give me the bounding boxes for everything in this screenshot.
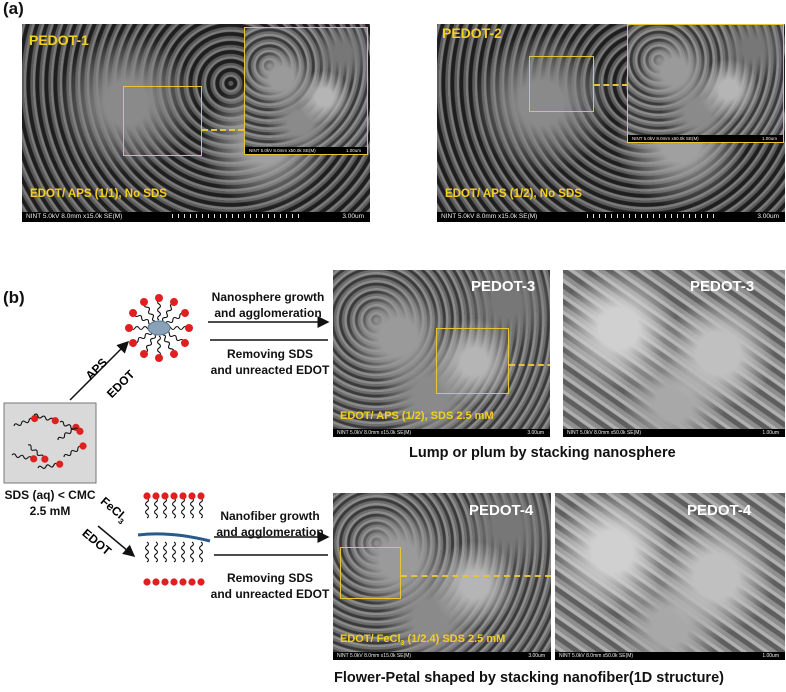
sds-concentration-label: SDS (aq) < CMC 2.5 mM bbox=[4, 488, 96, 518]
sample-name-pedot-3-zoom: PEDOT-3 bbox=[690, 278, 755, 295]
upper-layer bbox=[143, 492, 205, 519]
sem-inset-pedot-2: NINT 5.0kV 8.0mm x50.0k SE(M) 1.00um bbox=[627, 24, 784, 143]
panel-a-label: (a) bbox=[3, 0, 24, 18]
sample-name-pedot-2: PEDOT-2 bbox=[442, 25, 502, 41]
zoom-connector bbox=[202, 129, 244, 131]
nanosphere-growth-text: Nanosphere growth and agglomeration bbox=[211, 290, 325, 320]
arrow-to-sphere bbox=[69, 340, 130, 401]
pedot-fiber bbox=[137, 532, 211, 543]
sds-molecules bbox=[11, 413, 87, 471]
sem-footer: NINT 5.0kV 8.0mm x15.0k SE(M) 3.00um bbox=[437, 212, 785, 222]
sem-zoom-pedot-3: PEDOT-3 NINT 5.0kV 8.0mm x50.0k SE(M) 1.… bbox=[563, 270, 785, 437]
removing-sds-top-text: Removing SDS and unreacted EDOT bbox=[210, 347, 330, 377]
lamellar-micelle bbox=[137, 492, 211, 586]
nanofiber-growth-text: Nanofiber growth and agglomeration bbox=[216, 509, 324, 539]
caption-nanosphere: Lump or plum by stacking nanosphere bbox=[409, 445, 676, 461]
condition-label-pedot-2: EDOT/ APS (1/2), No SDS bbox=[445, 188, 582, 200]
caption-nanofiber: Flower-Petal shaped by stacking nanofibe… bbox=[334, 670, 724, 686]
sample-name-pedot-4: PEDOT-4 bbox=[469, 502, 534, 519]
sem-image-pedot-2: PEDOT-2 EDOT/ APS (1/2), No SDS NINT 5.0… bbox=[437, 24, 785, 222]
spherical-micelle bbox=[125, 294, 193, 362]
sem-footer: NINT 5.0kV 8.0mm x50.0k SE(M) 1.00um bbox=[563, 429, 785, 437]
sample-name-pedot-4-zoom: PEDOT-4 bbox=[687, 502, 752, 519]
sem-footer: NINT 5.0kV 8.0mm x15.0k SE(M) 3.00um bbox=[333, 652, 551, 660]
zoom-region-box bbox=[436, 328, 509, 394]
removing-sds-bottom-text: Removing SDS and unreacted EDOT bbox=[210, 571, 330, 601]
sem-image-pedot-1: PEDOT-1 EDOT/ APS (1/1), No SDS NINT 5.0… bbox=[22, 24, 370, 222]
sem-footer: NINT 5.0kV 8.0mm x50.0k SE(M) 1.00um bbox=[555, 652, 785, 660]
sem-zoom-pedot-4: PEDOT-4 NINT 5.0kV 8.0mm x50.0k SE(M) 1.… bbox=[555, 493, 785, 660]
synthesis-schematic bbox=[3, 294, 330, 586]
zoom-connector bbox=[509, 364, 550, 366]
zoom-region-box bbox=[123, 86, 202, 156]
sem-inset-pedot-1: NINT 5.0kV 8.0mm x50.0k SE(M) 1.00um bbox=[244, 27, 368, 155]
zoom-region-box bbox=[529, 56, 594, 112]
sem-inset-footer: NINT 5.0kV 8.0mm x50.0k SE(M) 1.00um bbox=[628, 135, 783, 142]
sem-footer: NINT 5.0kV 8.0mm x15.0k SE(M) 3.00um bbox=[22, 212, 370, 222]
zoom-connector bbox=[594, 84, 628, 86]
sem-footer: NINT 5.0kV 8.0mm x15.0k SE(M) 3.00um bbox=[333, 429, 550, 437]
zoom-connector bbox=[401, 575, 551, 577]
sample-name-pedot-1: PEDOT-1 bbox=[29, 32, 89, 48]
arrow-to-lamella bbox=[97, 525, 136, 557]
sample-name-pedot-3: PEDOT-3 bbox=[471, 278, 536, 295]
sem-inset-footer: NINT 5.0kV 8.0mm x50.0k SE(M) 1.00um bbox=[245, 147, 367, 154]
condition-label-pedot-1: EDOT/ APS (1/1), No SDS bbox=[30, 188, 167, 200]
sds-solution-box bbox=[3, 402, 97, 484]
zoom-region-box bbox=[340, 547, 401, 599]
condition-label-pedot-3: EDOT/ APS (1/2), SDS 2.5 mM bbox=[340, 410, 494, 422]
sem-image-pedot-3: PEDOT-3 EDOT/ APS (1/2), SDS 2.5 mM NINT… bbox=[333, 270, 550, 437]
sem-image-pedot-4: PEDOT-4 EDOT/ FeCl3 (1/2.4) SDS 2.5 mM N… bbox=[333, 493, 551, 660]
lower-layer bbox=[143, 541, 205, 586]
panel-b-label: (b) bbox=[3, 288, 25, 307]
condition-label-pedot-4: EDOT/ FeCl3 (1/2.4) SDS 2.5 mM bbox=[340, 633, 506, 648]
